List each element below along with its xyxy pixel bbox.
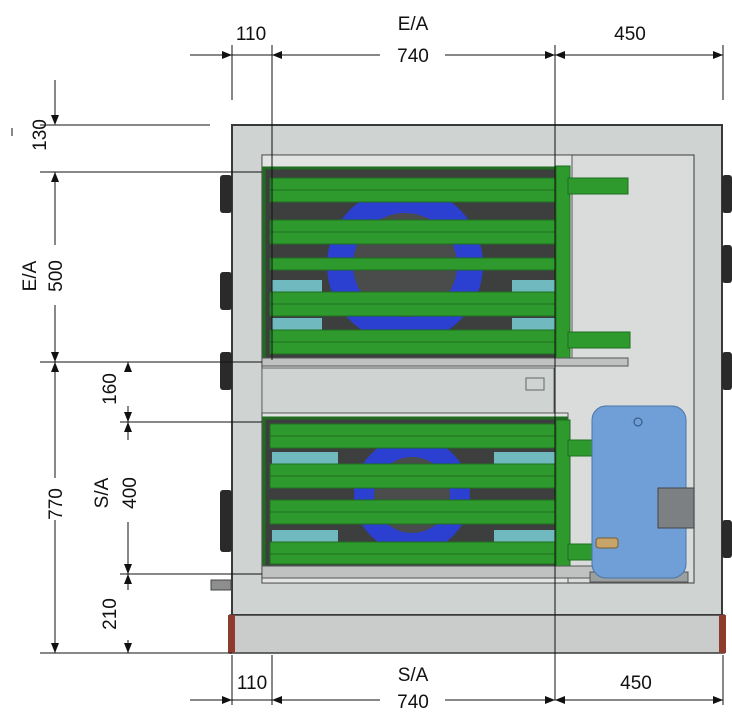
lower-coil-bracket [525, 377, 545, 391]
top-header-label: E/A [398, 14, 429, 35]
connector [220, 175, 232, 213]
inner-sa-label: S/A [92, 477, 113, 508]
drain-pipe [210, 579, 232, 591]
upper-drip-tray [261, 357, 629, 367]
bottom-left-offset-label: 110 [237, 673, 267, 694]
teal-panel [272, 530, 338, 542]
compressor-fitting [595, 537, 619, 549]
teal-panel [272, 280, 322, 292]
top-center-width-label: 740 [397, 46, 429, 67]
upper-coil-pipe [567, 331, 631, 349]
top-right-width-label: 450 [614, 24, 646, 45]
left-upper-label: E/A [20, 260, 41, 291]
teal-panel [494, 530, 556, 542]
connector [220, 272, 232, 310]
connector [722, 520, 732, 558]
compressor-port [633, 417, 643, 427]
left-upper-height-label: 500 [46, 260, 67, 292]
teal-panel [272, 318, 322, 330]
teal-panel [512, 318, 556, 330]
base-foot-right [719, 615, 726, 653]
upper-coil-header [555, 165, 571, 361]
left-lower-height-label: 770 [46, 488, 67, 520]
connector [722, 352, 732, 390]
lower-coil [261, 367, 637, 584]
bottom-center-width-label: 740 [397, 692, 429, 712]
connector [220, 490, 232, 552]
left-top-gap-label: 130 [30, 119, 51, 151]
bottom-header-label: S/A [398, 665, 429, 686]
lower-drip-tray [261, 565, 629, 579]
connector [722, 175, 732, 213]
dimension-lines [11, 45, 724, 705]
teal-panel [512, 280, 556, 292]
inner-coil-height-label: 400 [120, 477, 141, 509]
base-foot-left [228, 615, 235, 653]
top-left-offset-label: 110 [236, 24, 266, 45]
teal-panel [272, 452, 338, 464]
connector [220, 352, 232, 390]
upper-coil-fins [269, 177, 557, 355]
upper-coil [261, 154, 631, 367]
inner-gap-top-label: 160 [100, 373, 121, 405]
compressor [589, 405, 695, 583]
compressor-terminal-box [657, 487, 695, 529]
side-connectors [220, 175, 732, 558]
inner-gap-bottom-label: 210 [100, 598, 121, 630]
dimension-labels: E/A 110 740 450 S/A 110 740 450 130 E/A … [20, 14, 652, 712]
lower-coil-tray [261, 367, 555, 414]
teal-panel [494, 452, 556, 464]
bottom-right-width-label: 450 [620, 673, 652, 694]
upper-coil-pipe [567, 177, 629, 195]
cabinet-base [229, 614, 725, 654]
connector [722, 245, 732, 283]
